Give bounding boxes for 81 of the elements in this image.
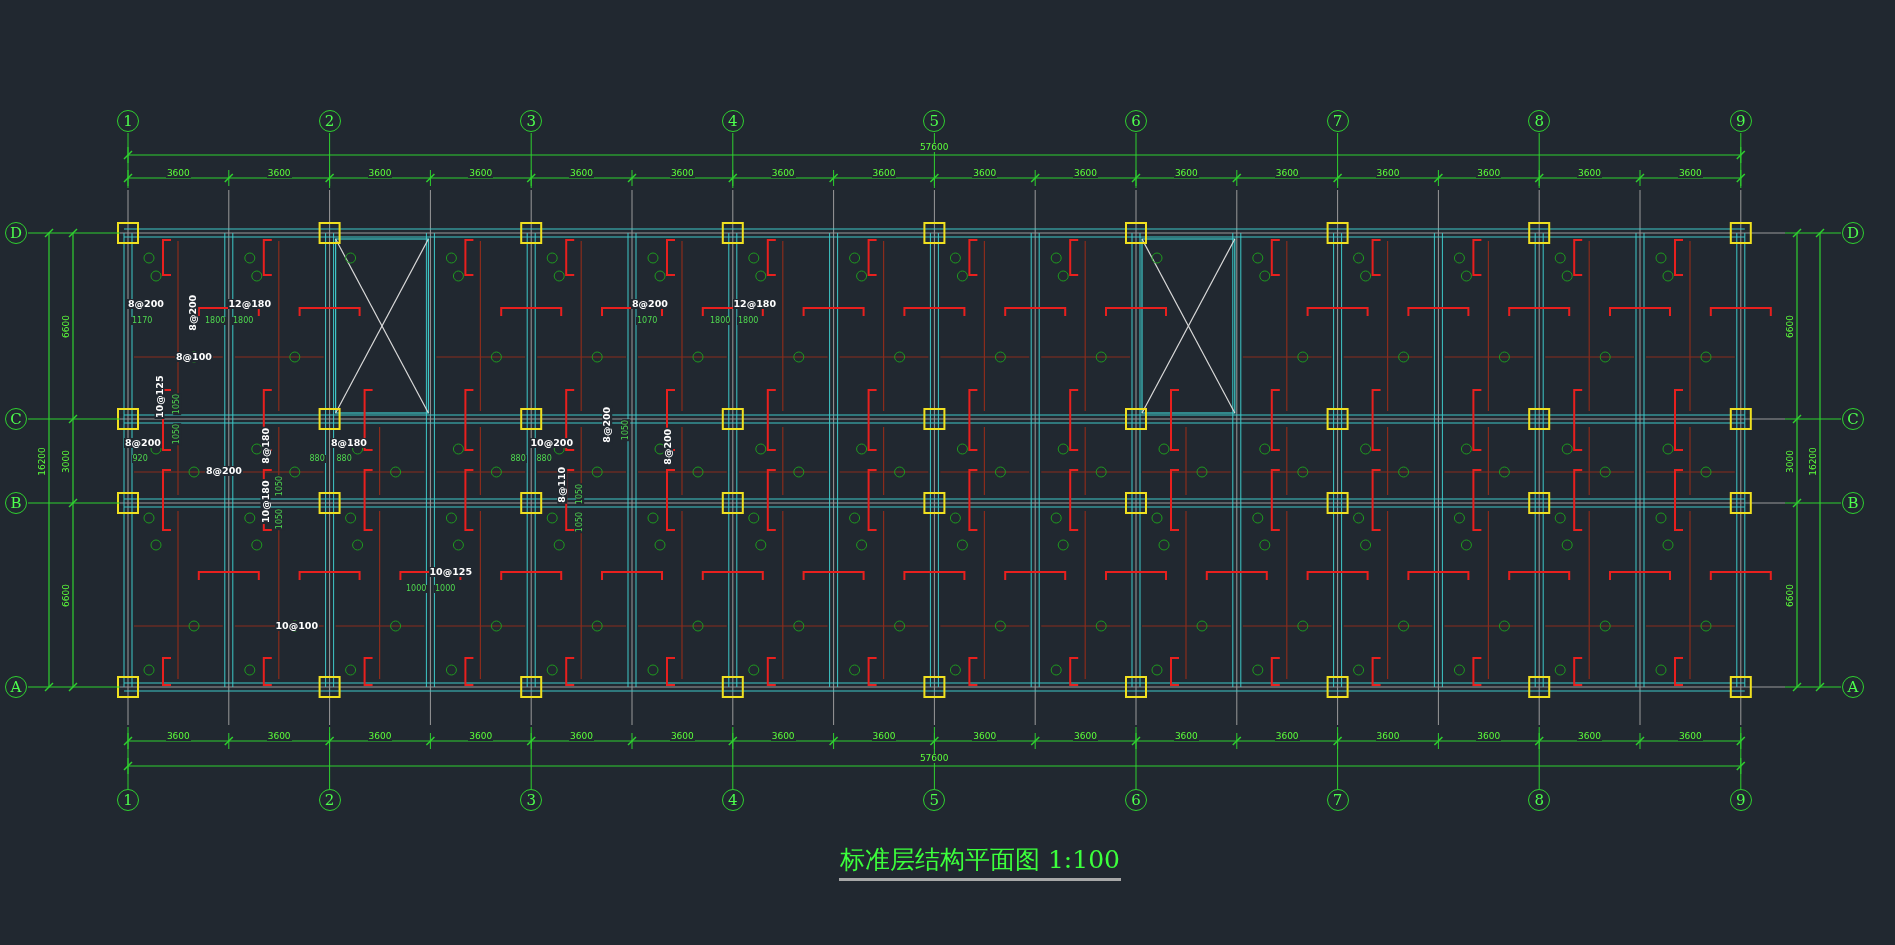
dimension-text: 1050: [276, 507, 285, 531]
dimension-text: 880: [335, 455, 353, 463]
dimension-text: 3600: [1073, 731, 1098, 741]
rebar-label: 8@180: [261, 426, 271, 465]
dimension-text: 57600: [918, 142, 950, 152]
rebar-label: 8@200: [602, 405, 612, 444]
rebar-label: 10@125: [154, 374, 164, 420]
dimension-text: 1000: [405, 585, 428, 593]
rebar-label: 8@180: [330, 438, 368, 448]
dimension-text: 3000: [1785, 448, 1795, 474]
dimension-text: 3600: [1274, 168, 1300, 178]
dimension-text: 3600: [1375, 168, 1401, 178]
rebar-label: 8@200: [188, 293, 198, 332]
dimension-text: 6600: [61, 313, 71, 339]
dimension-text: 3600: [1173, 168, 1199, 178]
dimension-text: 1170: [131, 317, 154, 325]
dimension-text: 3600: [1476, 731, 1502, 741]
rebar-label: 8@100: [175, 352, 213, 362]
drawing-title: 标准层结构平面图 1:100: [839, 847, 1121, 881]
dimension-text: 3000: [61, 448, 71, 474]
dimension-text: 6600: [1785, 313, 1795, 339]
dimension-text: 3600: [1677, 731, 1703, 741]
dimension-text: 1050: [622, 418, 631, 442]
dimension-text: 3600: [871, 731, 897, 741]
dimension-text: 3600: [1577, 168, 1602, 178]
rebar-label: 8@110: [557, 465, 567, 504]
dimension-text: 1050: [173, 422, 182, 446]
dimension-text: 1800: [737, 317, 760, 325]
dimension-text: 1800: [709, 317, 732, 325]
dimension-text: 1000: [434, 585, 457, 593]
dimension-text: 3600: [468, 168, 494, 178]
dimension-text: 3600: [266, 731, 292, 741]
rebar-label: 10@180: [260, 479, 270, 525]
dimension-text: 920: [131, 455, 149, 463]
dimension-text: 1800: [204, 317, 227, 325]
dimension-text: 3600: [367, 168, 393, 178]
rebar-label: 10@100: [274, 621, 320, 631]
dimension-text: 3600: [569, 168, 594, 178]
dimension-text: 880: [535, 455, 553, 463]
dimension-text: 3600: [1073, 168, 1098, 178]
dimension-text: 3600: [669, 168, 695, 178]
dimension-text: 16200: [37, 445, 47, 477]
dimension-text: 57600: [918, 753, 950, 763]
dimension-text: 3600: [770, 731, 796, 741]
dimension-text: 1800: [232, 317, 255, 325]
dimension-text: 3600: [972, 168, 998, 178]
rebar-label: 10@200: [529, 438, 575, 448]
rebar-label: 8@200: [631, 299, 669, 309]
dimension-text: 880: [308, 455, 326, 463]
rebar-label: 12@180: [227, 299, 273, 309]
dimension-text: 16200: [1808, 445, 1818, 477]
dimension-text: 1050: [276, 474, 285, 498]
rebar-label: 8@200: [663, 427, 673, 466]
dimension-text: 1050: [173, 392, 182, 416]
rebar-label: 8@200: [124, 438, 162, 448]
dimension-text: 3600: [165, 731, 191, 741]
dimension-text: 1050: [576, 482, 585, 506]
dimension-text: 3600: [1274, 731, 1300, 741]
dimension-text: 6600: [61, 582, 71, 608]
dimension-text: 3600: [569, 731, 594, 741]
dimension-text: 3600: [770, 168, 796, 178]
dimension-text: 3600: [669, 731, 695, 741]
rebar-label: 10@125: [428, 567, 474, 577]
dimension-text: 3600: [1173, 731, 1199, 741]
dimension-text: 1050: [576, 510, 585, 534]
dimension-text: 3600: [1677, 168, 1703, 178]
dimension-text: 3600: [1375, 731, 1401, 741]
dimension-text: 3600: [1577, 731, 1602, 741]
dimension-text: 3600: [165, 168, 191, 178]
dimension-text: 3600: [468, 731, 494, 741]
dimension-text: 3600: [972, 731, 998, 741]
dimension-text: 3600: [1476, 168, 1502, 178]
dimension-text: 3600: [266, 168, 292, 178]
rebar-label: 8@200: [127, 299, 165, 309]
dimension-text: 1070: [636, 317, 659, 325]
dimension-text: 880: [509, 455, 527, 463]
dimension-text: 3600: [871, 168, 897, 178]
rebar-label: 8@200: [205, 466, 243, 476]
dimension-text: 6600: [1785, 582, 1795, 608]
rebar-label: 12@180: [732, 299, 778, 309]
dimension-text: 3600: [367, 731, 393, 741]
